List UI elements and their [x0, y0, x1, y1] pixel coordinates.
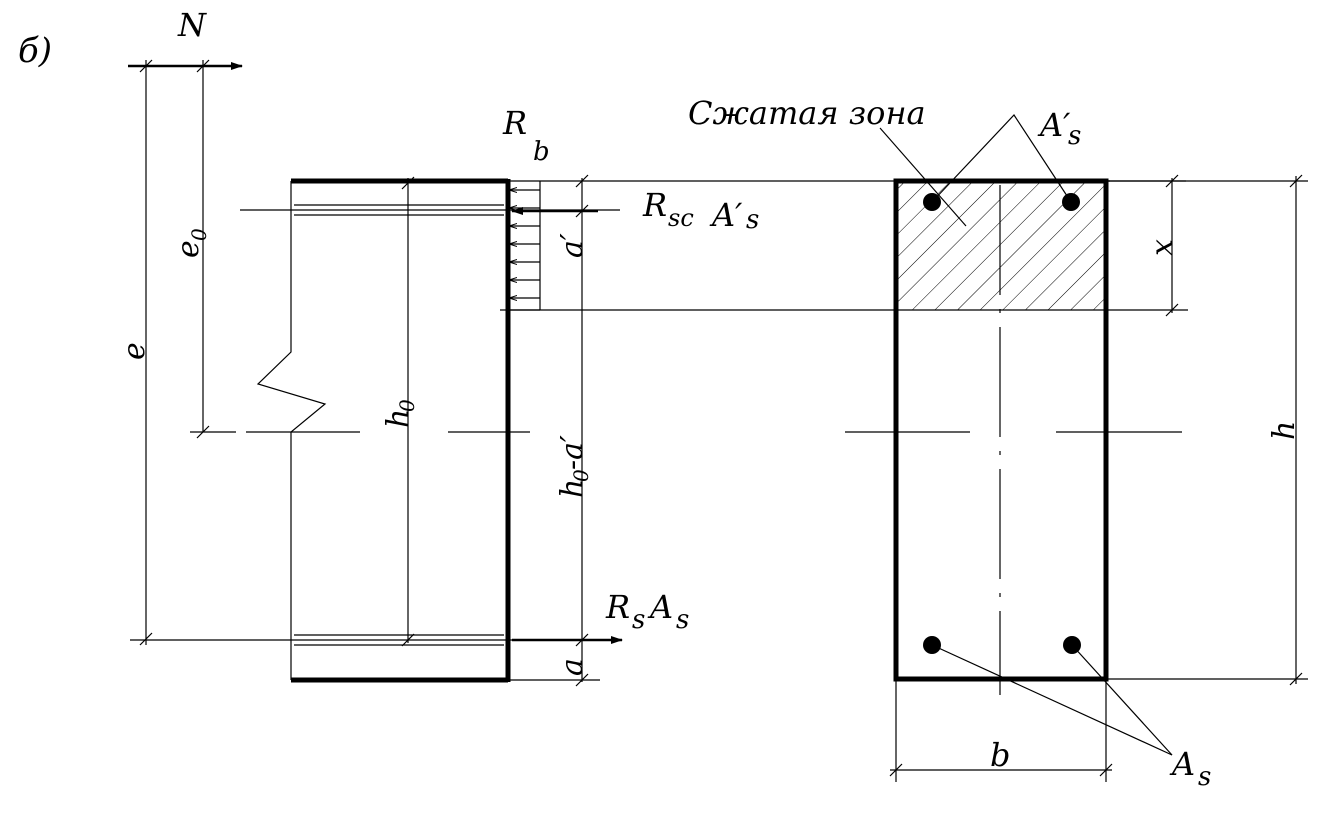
svg-text:e: e	[171, 240, 206, 258]
svg-text:0: 0	[569, 469, 593, 482]
svg-text:R: R	[605, 588, 630, 626]
dimension-x-label: x	[1145, 239, 1180, 256]
svg-text:s: s	[1198, 762, 1211, 792]
svg-text:s: s	[746, 205, 759, 235]
dimension-h-label: h	[1267, 421, 1302, 440]
svg-text:A: A	[1169, 745, 1195, 783]
svg-text:A: A	[647, 588, 673, 626]
svg-text:b: b	[533, 137, 550, 167]
svg-text:0: 0	[187, 228, 211, 241]
dimension-h0-minus-a-label: h 0 -a′	[555, 435, 593, 498]
svg-text:A′: A′	[709, 196, 743, 234]
as-prime-label: A′ s	[1037, 106, 1081, 151]
element-elevation: N e e 0	[117, 6, 1188, 687]
svg-text:h: h	[555, 479, 590, 498]
figure-label: б)	[18, 31, 52, 71]
svg-text:A′: A′	[1037, 106, 1071, 144]
svg-text:h: h	[381, 409, 416, 428]
svg-text:0: 0	[395, 399, 419, 412]
svg-text:s: s	[1068, 121, 1081, 151]
dimension-a-prime-label: a′	[555, 233, 590, 258]
dimension-a-label: a	[555, 658, 590, 676]
as-label: A s	[1169, 745, 1211, 792]
cross-section: Сжатая зона A′ s A s x h	[688, 94, 1308, 792]
rsc-label: R sc A′ s	[642, 186, 759, 235]
svg-text:-a′: -a′	[555, 435, 590, 470]
svg-text:R: R	[642, 186, 667, 224]
dimension-e-label: e	[117, 342, 152, 360]
rb-label: R b	[502, 104, 550, 167]
break-line	[256, 181, 327, 680]
rs-as-label: R s A s	[605, 588, 689, 635]
force-n-label: N	[177, 6, 207, 44]
dimension-b-label: b	[990, 736, 1010, 774]
svg-text:R: R	[502, 104, 527, 142]
dimension-e0-label: e 0	[171, 228, 211, 258]
svg-text:sc: sc	[668, 204, 694, 232]
compressed-zone-label: Сжатая зона	[688, 94, 926, 132]
stress-block-arrows	[510, 190, 540, 298]
dimension-h0-label: h 0	[381, 399, 419, 428]
section-outline	[893, 178, 1109, 682]
svg-text:s: s	[676, 605, 689, 635]
svg-text:s: s	[632, 605, 645, 635]
